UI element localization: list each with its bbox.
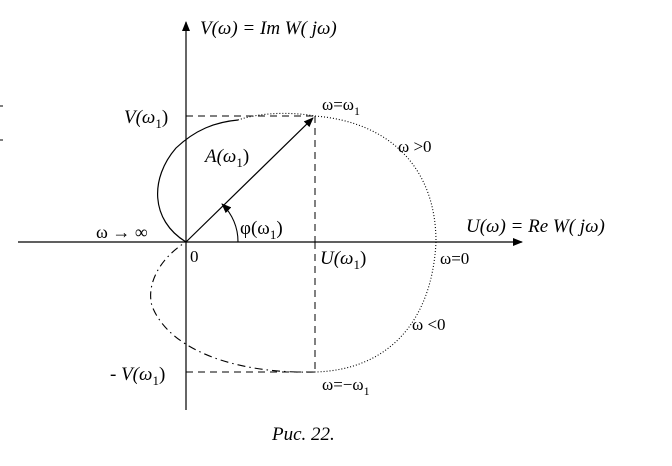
phase-label: φ(ω1) xyxy=(240,218,283,242)
origin-label: 0 xyxy=(190,247,199,266)
phase-arc xyxy=(221,203,239,243)
curve-negative-dashed xyxy=(150,241,316,373)
omega-zero-label: ω=0 xyxy=(440,249,469,268)
omega-negative-label: ω <0 xyxy=(412,315,446,334)
curve-high-freq-solid xyxy=(157,119,239,243)
omega-positive-label: ω >0 xyxy=(398,137,432,156)
y-axis-label: V(ω) = Im W( jω) xyxy=(200,18,337,39)
curve-top-dotted xyxy=(237,112,316,121)
omega-eq-omega1-label: ω=ω1 xyxy=(322,95,360,118)
x-axis-label: U(ω) = Re W( jω) xyxy=(466,216,605,237)
omega-eq-neg-omega1-label: ω=−ω1 xyxy=(322,375,370,398)
u-val-label: U(ω1) xyxy=(320,248,366,272)
v-neg-label: - V(ω1) xyxy=(110,364,165,388)
v-pos-label: V(ω1) xyxy=(124,107,168,131)
omega-infinity-label: ω → ∞ xyxy=(96,222,148,242)
amplitude-label: A(ω1) xyxy=(203,146,249,170)
amplitude-vector xyxy=(185,117,314,243)
curve-positive-dotted xyxy=(314,115,437,243)
curve-negative-dotted xyxy=(314,241,437,373)
figure-caption: Рис. 22. xyxy=(271,424,335,445)
